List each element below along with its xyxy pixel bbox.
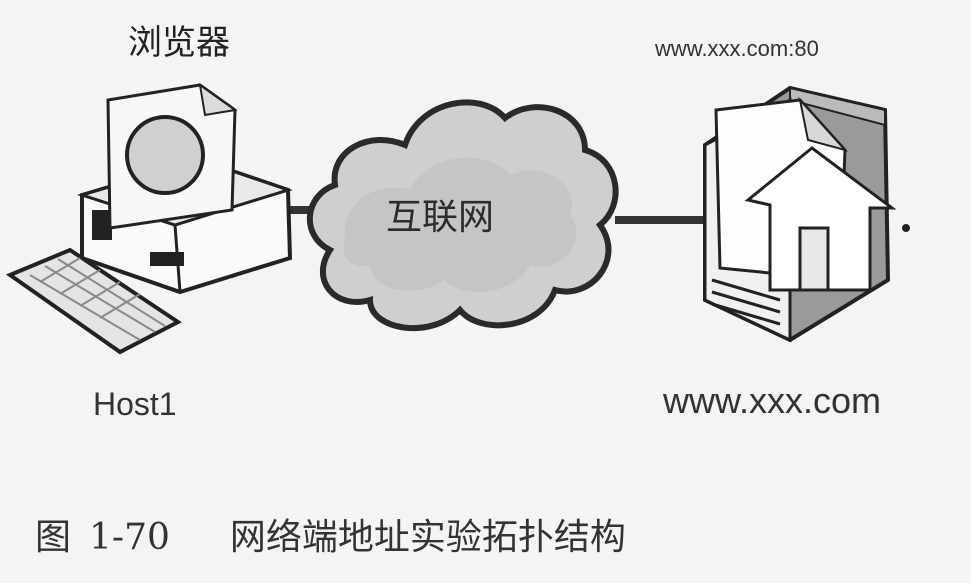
caption-number: 1-70 (89, 517, 170, 558)
browser-window-icon (106, 82, 238, 230)
host-label: Host1 (93, 386, 177, 422)
figure-caption: 图 1-70 网络端地址实验拓扑结构 (35, 520, 626, 556)
keyboard-icon (5, 247, 182, 355)
server-label: www.xxx.com (663, 380, 882, 421)
web-server-icon (703, 85, 910, 343)
host-computer-icon (5, 82, 293, 355)
internet-cloud-icon (306, 99, 619, 332)
caption-title: 网络端地址实验拓扑结构 (229, 517, 626, 558)
internet-label: 互联网 (386, 197, 495, 238)
home-icon (744, 146, 897, 292)
caption-prefix: 图 (35, 517, 72, 558)
server-port-label: www.xxx.com:80 (655, 36, 819, 61)
browser-label: 浏览器 (128, 23, 230, 63)
